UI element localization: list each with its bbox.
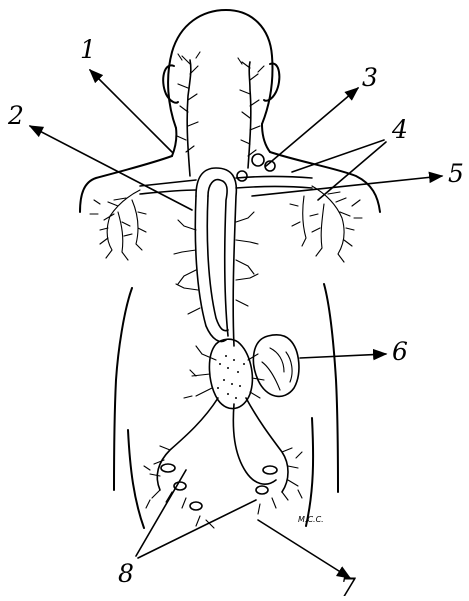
label-7: 7 xyxy=(340,573,356,601)
label-5: 5 xyxy=(448,159,464,188)
head-outline xyxy=(168,10,272,128)
arrow-1 xyxy=(90,70,172,152)
cervical-node xyxy=(252,154,264,166)
arrow-7 xyxy=(258,520,350,578)
label-6: 6 xyxy=(392,337,408,366)
cisterna-chyli-stipple xyxy=(217,355,245,399)
spleen-detail xyxy=(262,348,292,390)
arrow-8b xyxy=(138,500,256,558)
right-torso-side xyxy=(306,418,313,526)
left-jugular-trunk xyxy=(187,60,191,176)
label-1: 1 xyxy=(80,35,96,64)
label-3: 3 xyxy=(362,63,378,92)
right-jugular-trunk xyxy=(248,62,251,168)
neck-right xyxy=(262,124,270,152)
left-torso-side xyxy=(128,430,144,528)
right-lumbar-trunk xyxy=(246,398,288,492)
label-8: 8 xyxy=(118,559,134,588)
arrow-8a xyxy=(136,470,186,556)
thoracic-duct-arch-inner xyxy=(208,180,228,336)
inguinal-node xyxy=(161,464,175,472)
label-2: 2 xyxy=(7,101,24,130)
lymphatic-vessels xyxy=(140,60,312,510)
right-subclavian-trunk-lower xyxy=(236,187,312,189)
arrow-2 xyxy=(30,126,192,210)
inguinal-node xyxy=(263,466,277,474)
left-ear xyxy=(163,65,178,102)
right-arm-inner xyxy=(324,284,338,492)
body-outline xyxy=(80,10,380,528)
left-lumbar-trunk xyxy=(157,398,218,490)
thoracic-duct-left-wall xyxy=(195,196,226,341)
inguinal-node xyxy=(190,502,202,510)
callouts: 1 2 3 4 5 6 7 8 M.C.C. xyxy=(7,35,464,601)
artist-signature: M.C.C. xyxy=(298,515,324,524)
label-4: 4 xyxy=(391,115,408,144)
inguinal-node xyxy=(256,486,268,494)
cervical-node xyxy=(237,171,247,181)
left-subclavian-trunk-lower xyxy=(140,190,196,194)
left-subclavian-trunk xyxy=(140,180,196,186)
intestinal-trunk xyxy=(233,404,276,484)
arrow-6 xyxy=(300,354,386,358)
